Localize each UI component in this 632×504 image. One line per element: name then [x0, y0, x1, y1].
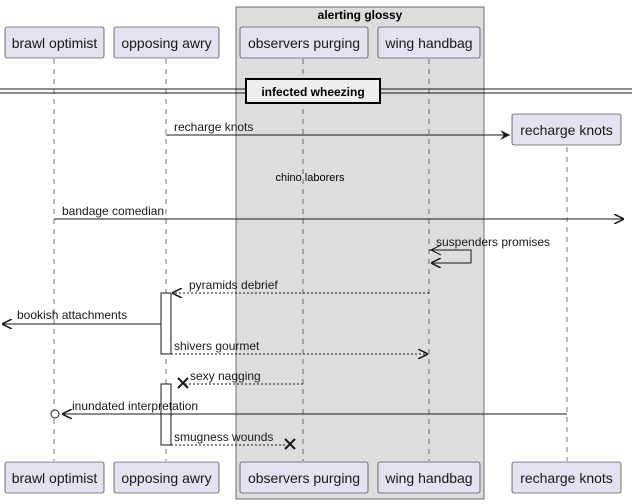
participant-label: opposing awry [121, 470, 211, 486]
message-label: recharge knots [174, 120, 253, 134]
box-title: alerting glossy [318, 8, 403, 22]
participant-brawl-optimist-bottom[interactable]: brawl optimist [4, 461, 105, 494]
participant-label: wing handbag [384, 35, 472, 51]
participant-label: opposing awry [121, 35, 211, 51]
participant-label: recharge knots [520, 470, 613, 486]
message-label: bookish attachments [17, 308, 127, 322]
activation-opposing-awry-1 [160, 292, 172, 355]
participant-observers-purging-top[interactable]: observers purging [239, 26, 369, 59]
participant-observers-purging-bottom[interactable]: observers purging [239, 461, 369, 494]
participant-label: brawl optimist [12, 35, 98, 51]
delay-section: chino laborers [275, 172, 345, 184]
participant-wing-handbag-bottom[interactable]: wing handbag [377, 461, 481, 494]
message-pyramids-debrief: pyramids debrief [172, 278, 429, 293]
delay-note: chino laborers [275, 172, 345, 184]
message-label: smugness wounds [174, 430, 273, 444]
participant-recharge-knots-bottom[interactable]: recharge knots [511, 461, 622, 494]
message-shivers-gourmet: shivers gourmet [171, 339, 428, 354]
message-label: bandage comedian [62, 204, 164, 218]
message-label: sexy nagging [190, 369, 261, 383]
message-bandage-comedian: bandage comedian [54, 204, 624, 219]
participant-opposing-awry-bottom[interactable]: opposing awry [113, 461, 220, 494]
participant-label: wing handbag [384, 470, 472, 486]
message-bookish-attachments: bookish attachments [2, 308, 161, 324]
destroy-x-icon [284, 438, 296, 450]
participant-label: observers purging [248, 35, 360, 51]
message-inundated-interpretation: inundated interpretation [50, 399, 567, 419]
participant-label: recharge knots [520, 122, 613, 138]
message-label: inundated interpretation [72, 399, 198, 413]
message-smugness-wounds: smugness wounds [171, 430, 296, 450]
message-label: pyramids debrief [189, 278, 278, 292]
found-circle-icon [50, 409, 60, 419]
participant-opposing-awry-top[interactable]: opposing awry [113, 26, 220, 59]
participant-label: observers purging [248, 470, 360, 486]
message-label: suspenders promises [436, 235, 550, 249]
message-recharge-knots: recharge knots [166, 120, 510, 140]
destroy-x-icon [177, 377, 189, 389]
message-sexy-nagging: sexy nagging [177, 369, 303, 389]
divider-label: infected wheezing [261, 85, 364, 99]
divider-infected-wheezing: infected wheezing [0, 78, 632, 104]
participant-wing-handbag-top[interactable]: wing handbag [377, 26, 481, 59]
participant-recharge-knots-created[interactable]: recharge knots [511, 113, 622, 146]
message-suspenders-promises: suspenders promises [429, 235, 550, 263]
message-label: shivers gourmet [174, 339, 260, 353]
participant-brawl-optimist-top[interactable]: brawl optimist [4, 26, 105, 59]
participant-label: brawl optimist [12, 470, 98, 486]
